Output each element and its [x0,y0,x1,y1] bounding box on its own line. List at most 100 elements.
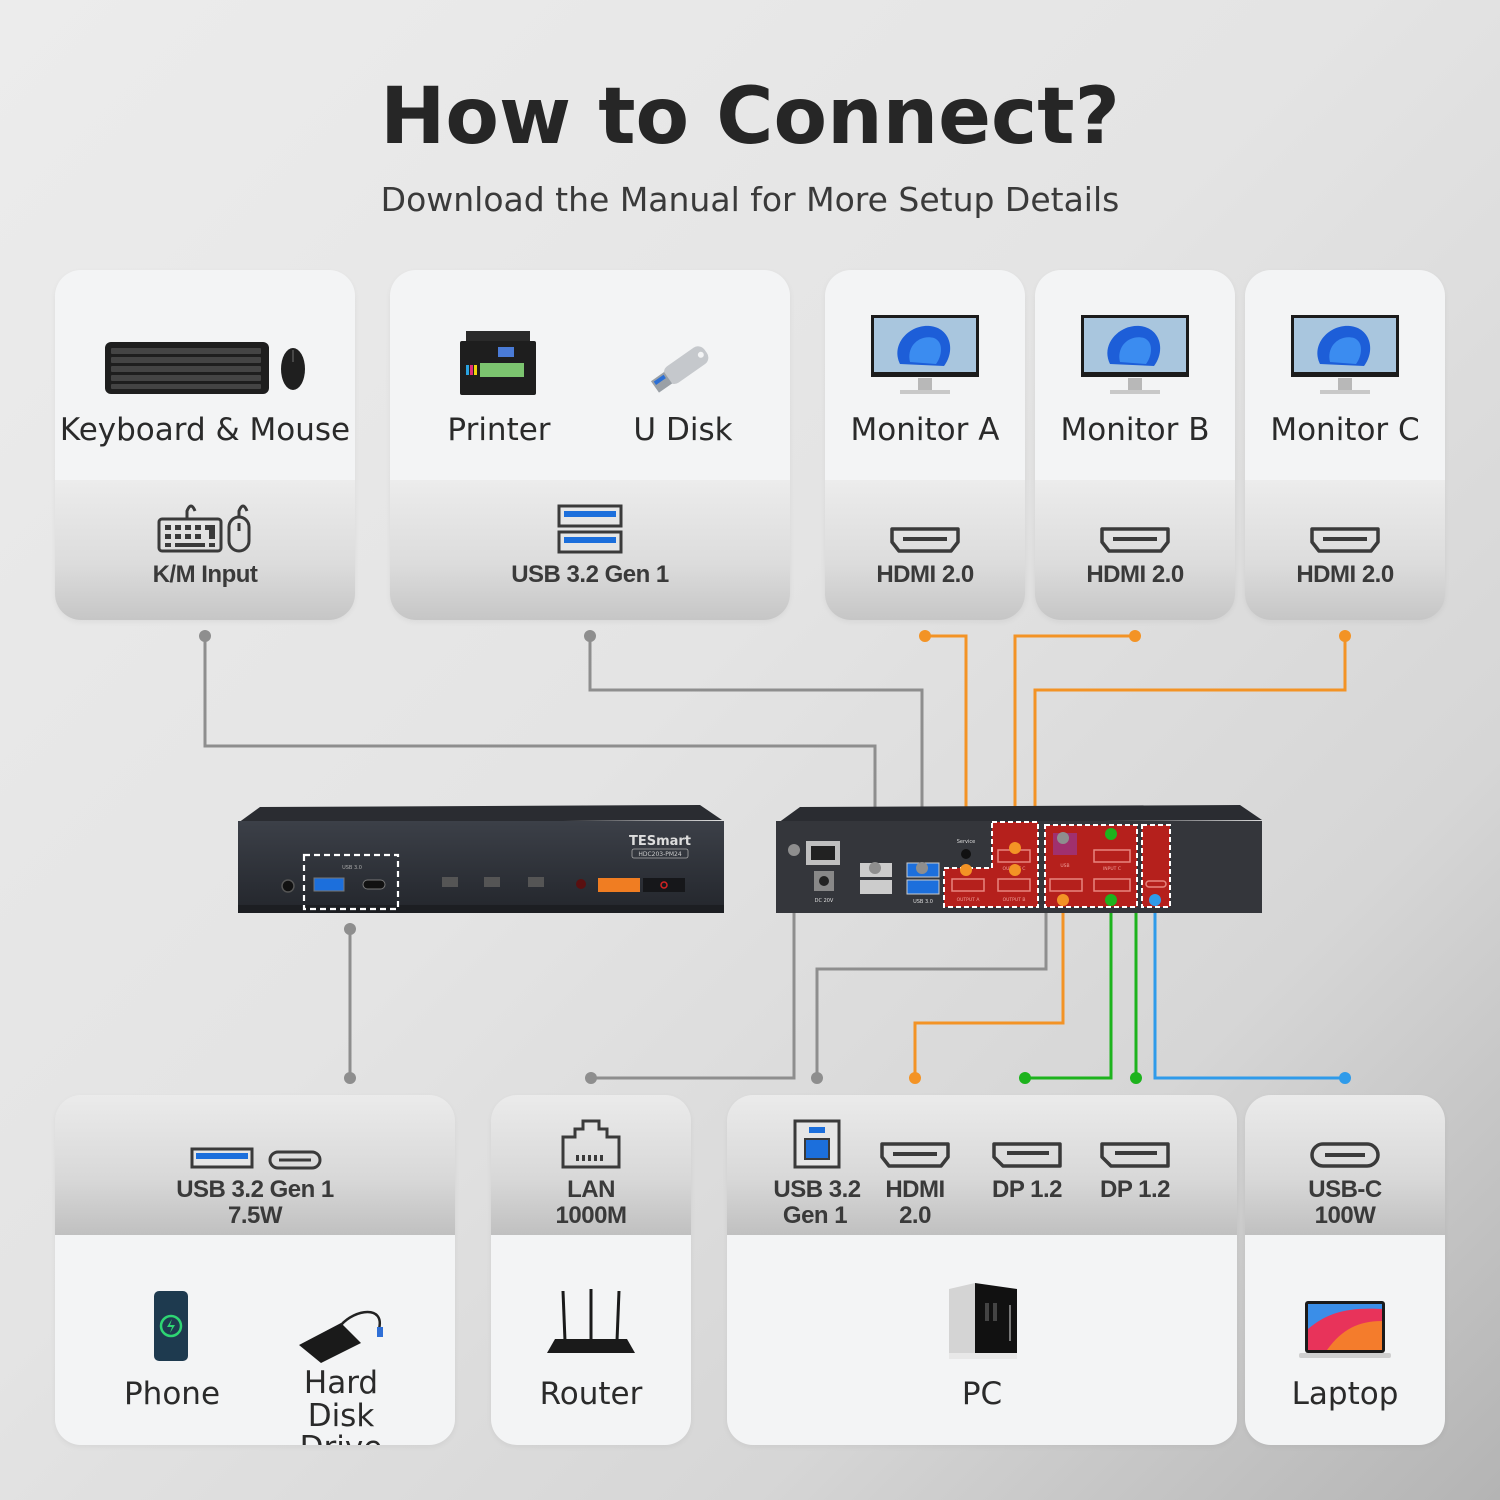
device-label: Laptop [1291,1376,1399,1412]
displayport-icon [992,1142,1062,1168]
device-label: Monitor A [850,412,1000,448]
device-label: Monitor B [1060,412,1210,448]
usb-a-double-icon [557,504,623,554]
pc-tower-image-icon [949,1283,1017,1359]
card-monitor-c: Monitor C HDMI 2.0 [1245,270,1445,620]
port-label-line1: USB 3.2 [773,1176,861,1203]
port-label: DP 1.2 [992,1176,1062,1203]
service-label: Service [957,839,975,845]
connection-dot [811,1072,823,1084]
connection-dot [1057,894,1069,906]
output-a-label: OUTPUT A [957,897,981,903]
keyboard-mouse-icon [157,504,251,553]
connection-dot [344,1072,356,1084]
device-label: PC [961,1376,1003,1412]
rear-usb-label: USB 3.0 [913,899,933,905]
hard-disk-image-icon [299,1310,383,1363]
page-title: How to Connect? [380,72,1120,162]
port-label: HDMI 2.0 [876,561,974,588]
printer-image-icon [460,331,536,395]
port-label-line2: 1000M [555,1202,627,1229]
port-label-line1: HDMI [885,1176,945,1203]
connection-dot [1339,630,1351,642]
port-area [55,1095,455,1235]
connection-dot [1105,828,1117,840]
port-label-line2: 100W [1314,1202,1376,1229]
device-label: Keyboard & Mouse [59,412,351,448]
usb-a-icon [190,1147,254,1169]
keyboard-image-icon [105,342,269,394]
port-label: DP 1.2 [1100,1176,1170,1203]
line-pc-usb [815,910,1048,1078]
line-usb-hub [588,636,924,868]
device-label: Hard Disk Drive [300,1365,383,1445]
card-router: LAN 1000M Router [491,1095,691,1445]
connection-dot [1130,1072,1142,1084]
card-pc: USB 3.2 Gen 1 HDMI 2.0 DP 1.2 DP 1.2 PC [727,1095,1237,1445]
card-laptop: USB-C 100W Laptop [1245,1095,1445,1445]
monitor-image-icon [1081,315,1189,394]
connection-dot [1009,842,1021,854]
brand-logo: TESmart [629,834,691,849]
line-monitor-b [1013,634,1135,870]
line-monitor-a [925,634,968,870]
output-b-label: OUTPUT B [1003,897,1026,903]
connection-dot [1057,832,1069,844]
port-label-line1: USB 3.2 Gen 1 [176,1176,334,1203]
port-label-line2: 7.5W [227,1202,283,1229]
device-area [55,1235,455,1445]
port-label: USB 3.2 Gen 1 [511,561,669,588]
connection-dot [1339,1072,1351,1084]
line-lan [591,850,796,1080]
device-area [390,270,790,480]
connection-dot [1149,894,1161,906]
device-label: Monitor C [1270,412,1420,448]
displayport-icon [1100,1142,1170,1168]
connection-dot [1129,630,1141,642]
connection-dot [919,630,931,642]
card-printer-udisk: Printer U Disk USB 3.2 Gen 1 [390,270,790,620]
port-label: K/M Input [152,561,258,588]
connection-dot [916,862,928,874]
port-label: HDMI 2.0 [1086,561,1184,588]
front-usb-label: USB 3.0 [342,865,362,871]
hdmi-icon [890,527,960,553]
card-monitor-b: Monitor B HDMI 2.0 [1035,270,1235,620]
connection-dot [1105,894,1117,906]
card-phone-hdd: USB 3.2 Gen 1 7.5W Phone Hard Disk Drive [55,1095,455,1445]
line-monitor-c [1033,636,1347,848]
device-label: Router [539,1376,643,1412]
port-label-line2: Gen 1 [782,1202,848,1229]
connection-dot [788,844,800,856]
connection-dot [869,862,881,874]
device-label: U Disk [633,412,733,448]
phone-image-icon [154,1291,188,1361]
dc-label: DC 20V [815,898,834,904]
connection-dot [960,864,972,876]
port-area [491,1095,691,1235]
port-label-line1: LAN [567,1176,615,1203]
model-label: HDC203-PM24 [638,851,682,858]
connection-dot [1009,864,1021,876]
usb-c-icon [268,1150,322,1170]
page-subtitle: Download the Manual for More Setup Detai… [380,180,1120,219]
connection-dot [199,630,211,642]
front-usb-dot [344,923,356,935]
usb-drive-image-icon [650,346,709,393]
laptop-image-icon [1299,1301,1391,1358]
hdmi-icon [1310,527,1380,553]
card-monitor-a: Monitor A HDMI 2.0 [825,270,1025,620]
kvm-front-panel: USB 3.0 TESmart HDC203-PM24 [238,805,724,913]
connection-dot [585,1072,597,1084]
input-c-label: INPUT C [1103,866,1121,872]
monitor-image-icon [1291,315,1399,394]
connection-dot [584,630,596,642]
hdmi-icon [880,1142,950,1168]
hdmi-icon [1100,527,1170,553]
device-label: Phone [123,1376,221,1412]
connection-dot [1019,1072,1031,1084]
line-pc-hdmi [913,900,1065,1078]
usb-b-icon [793,1119,841,1169]
input-usb-label: USB [1060,863,1069,869]
